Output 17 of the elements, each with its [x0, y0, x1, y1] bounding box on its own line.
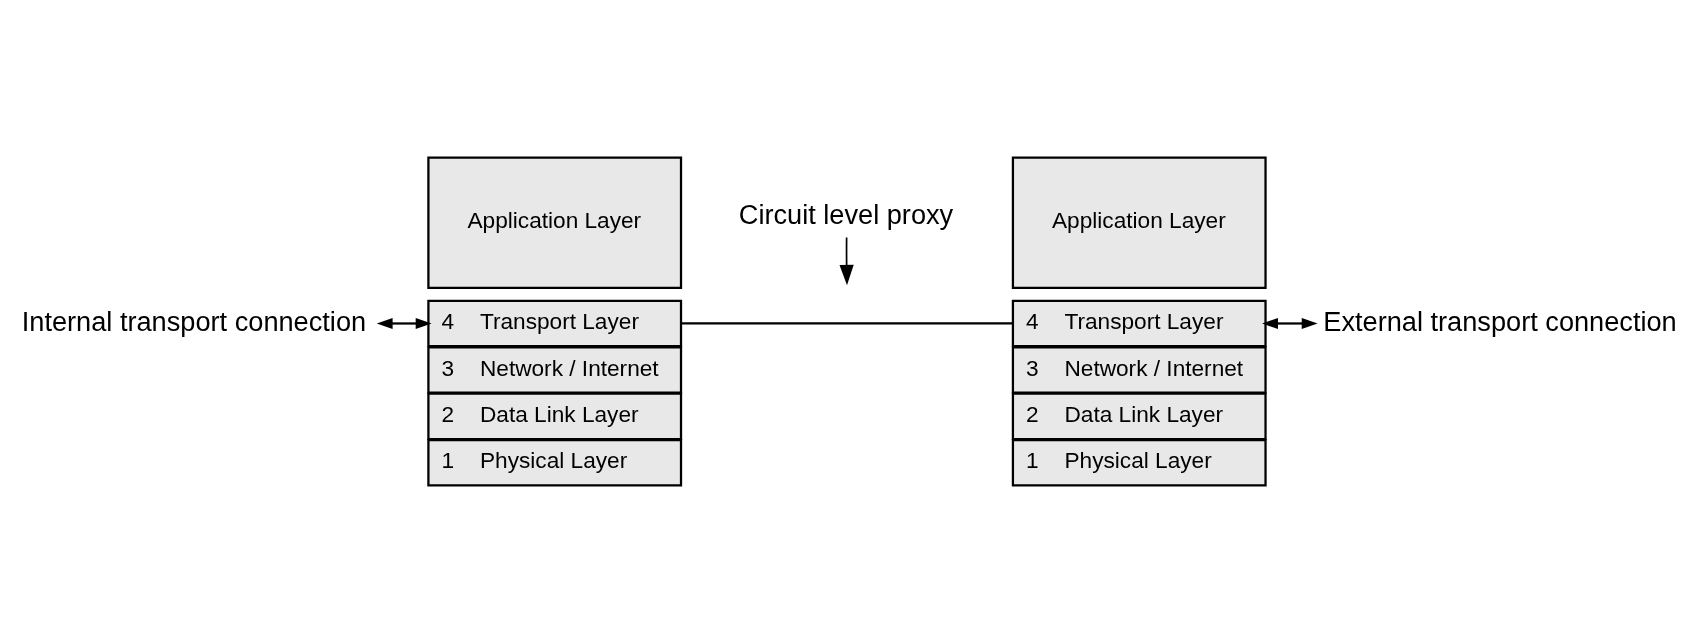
node-box: 4 Transport Layer: [427, 299, 683, 347]
node-text: Circuit level proxy: [738, 198, 954, 230]
arrow: [1262, 317, 1318, 329]
node-text: External transport connection: [1323, 305, 1677, 337]
node-box: 1 Physical Layer: [1011, 438, 1267, 487]
node-box: 3 Network / Internet: [1011, 345, 1267, 394]
node-box: 4 Transport Layer: [1011, 299, 1267, 347]
node-box: Application Layer: [1011, 155, 1267, 289]
arrow: [839, 236, 854, 285]
connector: [681, 321, 1013, 325]
node-text: Internal transport connection: [21, 305, 367, 337]
node-box: 3 Network / Internet: [427, 345, 683, 394]
node-box: 1 Physical Layer: [427, 438, 683, 487]
arrow: [376, 317, 432, 329]
node-box: Application Layer: [427, 155, 683, 289]
node-box: 2 Data Link Layer: [1011, 392, 1267, 440]
node-box: 2 Data Link Layer: [427, 392, 683, 440]
